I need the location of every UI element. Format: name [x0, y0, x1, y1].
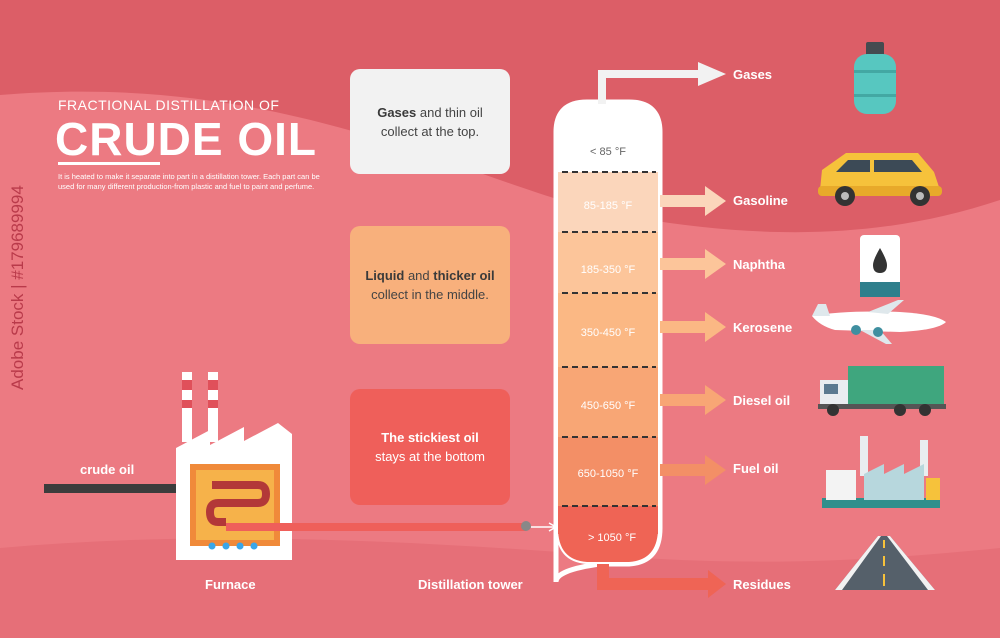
product-label: Diesel oil	[733, 393, 791, 408]
product-label: Fuel oil	[733, 461, 779, 476]
fraction-arrow-4	[660, 385, 726, 415]
crude-oil-pipe	[44, 484, 216, 493]
tower-band-bottom	[558, 528, 658, 562]
tower-band-3	[558, 293, 658, 367]
info-box-middle-mid: and	[404, 268, 434, 283]
info-box-top-text: and thin oil	[416, 104, 483, 120]
fraction-arrow-5	[660, 455, 726, 485]
tower-band-4	[558, 367, 658, 437]
feed-pipe	[226, 523, 526, 531]
product-label: Naphtha	[733, 257, 785, 272]
info-box-bottom-line2: stays at the bottom	[375, 449, 485, 464]
info-box-middle-line2: collect in the middle.	[371, 287, 489, 302]
tower-band-6	[558, 506, 658, 534]
title-subtitle: FRACTIONAL DISTILLATION OF	[58, 97, 280, 113]
info-box-bottom: The stickiest oil stays at the bottom	[350, 389, 510, 505]
fraction-arrow-0	[698, 62, 726, 86]
page-title: CRUDE OIL	[55, 113, 317, 165]
feed-arrow	[531, 522, 558, 532]
info-box-top: Gases and thin oil collect at the top.	[350, 69, 510, 174]
temperature-label: > 1050 °F	[587, 532, 637, 544]
info-box-top-bold: Gases	[377, 104, 417, 120]
title-divider	[58, 162, 160, 165]
product-label: Gasoline	[733, 193, 788, 208]
road-icon	[835, 536, 935, 590]
bottom-band	[0, 538, 1000, 638]
fraction-arrow-3	[660, 312, 726, 342]
fraction-arrow-2	[660, 249, 726, 279]
furnace-icon	[176, 372, 292, 560]
oil-can-icon	[860, 235, 900, 297]
truck-icon	[818, 366, 946, 416]
feed-valve	[521, 521, 531, 531]
bottom-pipe	[597, 564, 710, 590]
vertical-watermark: Adobe Stock | #179689994	[8, 185, 27, 390]
temperature-label: 185-350 °F	[580, 264, 636, 276]
crude-oil-label: crude oil	[80, 462, 135, 477]
intro-text: It is heated to make it separate into pa…	[58, 172, 320, 191]
fraction-arrow-6	[708, 570, 726, 598]
info-box-top-line2: collect at the top.	[380, 123, 480, 139]
info-box-bottom-bold: The stickiest oil	[381, 430, 479, 445]
temperature-label: 450-650 °F	[580, 400, 636, 412]
tower-label: Distillation tower	[418, 577, 523, 592]
info-box-middle: Liquid and thicker oil collect in the mi…	[350, 226, 510, 344]
top-pipe	[598, 70, 700, 104]
product-label: Gases	[733, 67, 773, 82]
tower-band-2	[558, 232, 658, 293]
product-label: Kerosene	[733, 320, 793, 335]
fraction-arrow-1	[660, 186, 726, 216]
tower-band-1	[558, 172, 658, 232]
product-label: Residues	[733, 577, 791, 592]
gas-cylinder-icon	[854, 42, 896, 114]
factory-icon	[822, 436, 940, 508]
furnace-label: Furnace	[205, 577, 256, 592]
temperature-label: 85-185 °F	[583, 200, 633, 212]
tower-band-5	[558, 437, 658, 506]
info-box-middle-bold: Liquid	[365, 268, 405, 283]
temperature-label: < 85 °F	[590, 146, 626, 158]
airplane-icon	[812, 300, 946, 344]
temperature-label: 650-1050 °F	[577, 468, 639, 480]
info-box-middle-bold2: thicker oil	[433, 268, 495, 283]
car-icon	[818, 153, 942, 206]
temperature-label: 350-450 °F	[580, 327, 636, 339]
